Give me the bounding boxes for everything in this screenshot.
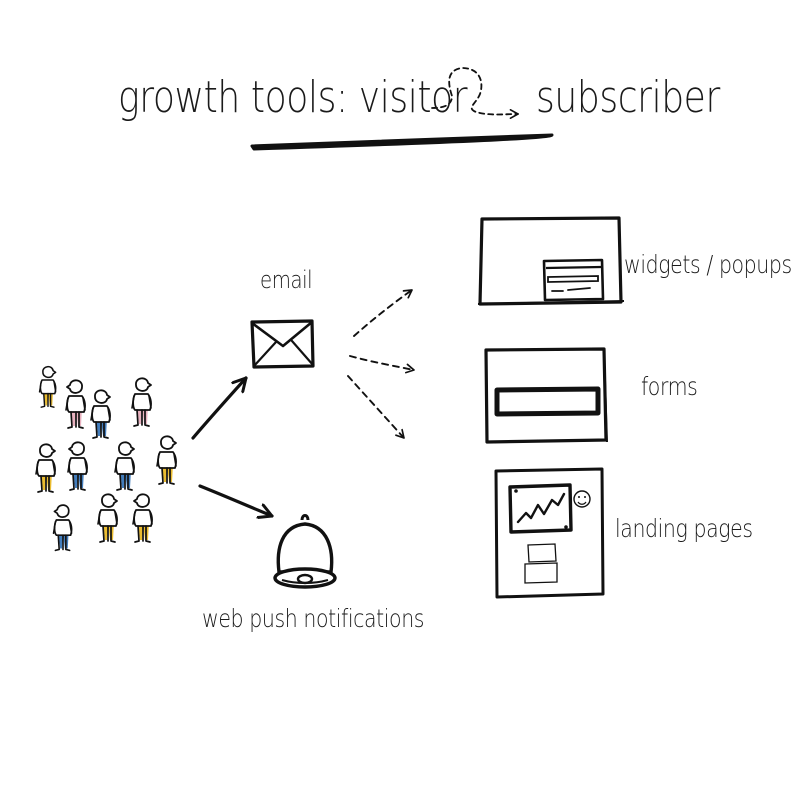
visitor-person-icon [52, 504, 73, 552]
visitor-person-icon [65, 379, 86, 429]
envelope-icon [250, 319, 315, 369]
forms-label: forms [641, 372, 698, 401]
dashed-arrow-to-widgets [353, 289, 413, 337]
visitor-person-icon [38, 365, 57, 408]
dashed-arrow-to-forms [349, 355, 415, 374]
visitors-crowd-icon [35, 365, 177, 552]
landing-page-icon [494, 467, 605, 599]
visitor-person-icon [132, 493, 153, 543]
visitor-person-icon [35, 443, 56, 493]
visitor-person-icon [114, 441, 135, 491]
arrow-to-email [191, 376, 248, 440]
visitor-person-icon [156, 435, 177, 485]
title-loop-arrow [431, 67, 519, 120]
chart-icon [508, 483, 573, 534]
visitor-person-icon [67, 441, 88, 491]
push-notifications-label: web push notifications [202, 604, 425, 633]
dashed-arrow-to-landing [347, 375, 405, 439]
title-underline [250, 133, 554, 151]
bell-icon [273, 514, 337, 589]
email-label: email [260, 266, 313, 294]
title-left: growth tools: visitor [118, 72, 468, 123]
smiley-icon [573, 490, 591, 508]
arrow-to-push [198, 484, 274, 516]
visitor-person-icon [97, 493, 118, 543]
landing-pages-label: landing pages [615, 514, 753, 543]
widget-popup-icon [477, 216, 625, 306]
widgets-popups-label: widgets / popups [624, 250, 792, 279]
title-right: subscriber [536, 72, 720, 123]
visitor-person-icon [90, 389, 111, 439]
visitor-person-icon [131, 377, 152, 427]
form-icon [484, 347, 608, 444]
